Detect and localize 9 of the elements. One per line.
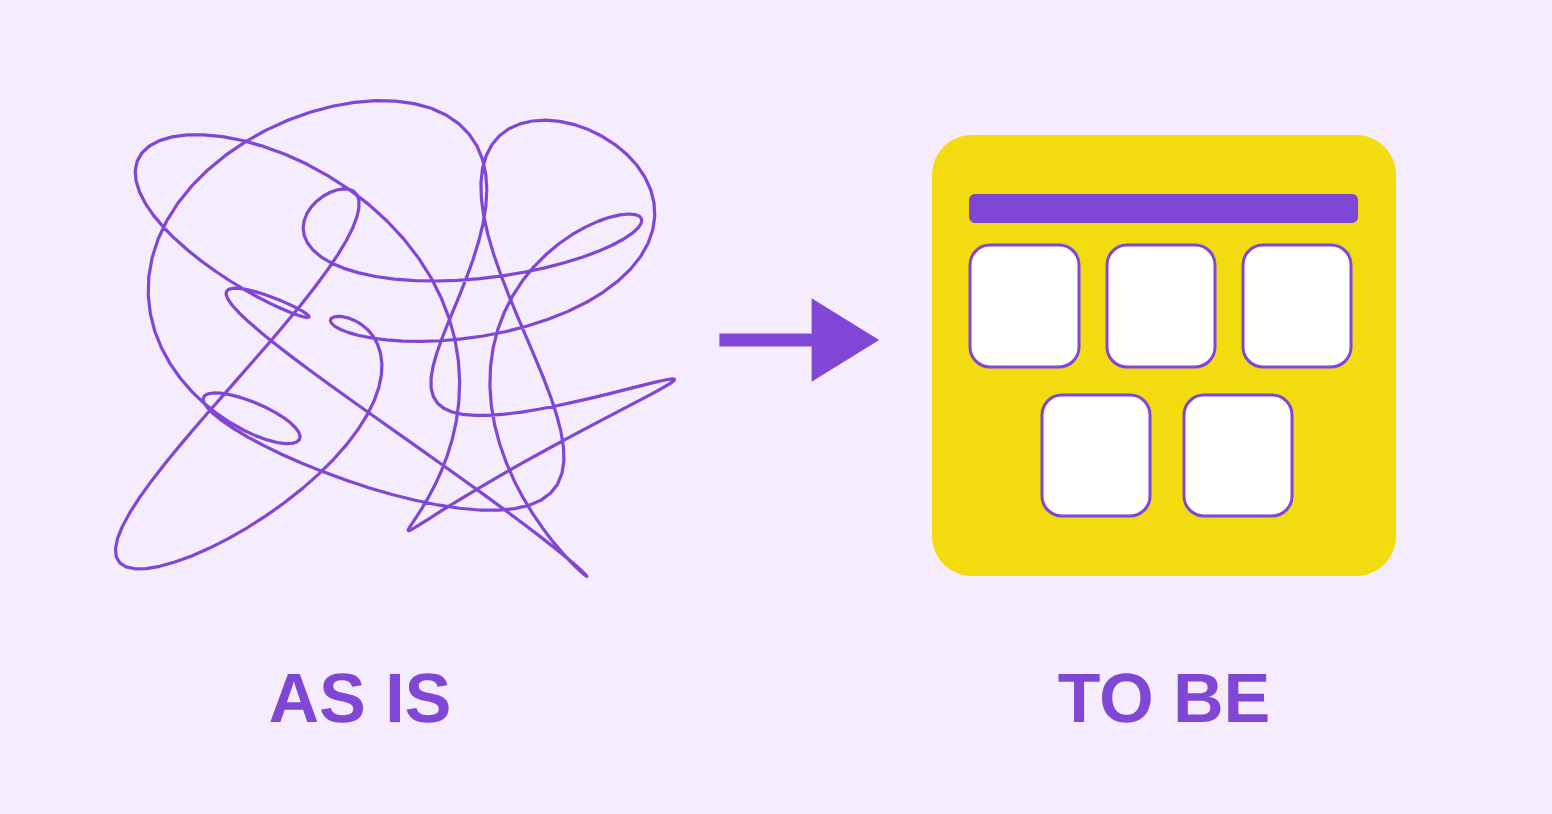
node-label: TO BE [1058, 673, 1268, 723]
node-label: AS IS [270, 673, 449, 723]
card-box [968, 243, 1081, 369]
title-bar [969, 194, 1358, 223]
card-box [1105, 243, 1217, 369]
scribble-drawing [113, 99, 677, 578]
card-box [1040, 393, 1152, 518]
card-box [1241, 243, 1353, 369]
card-box [1182, 393, 1294, 518]
